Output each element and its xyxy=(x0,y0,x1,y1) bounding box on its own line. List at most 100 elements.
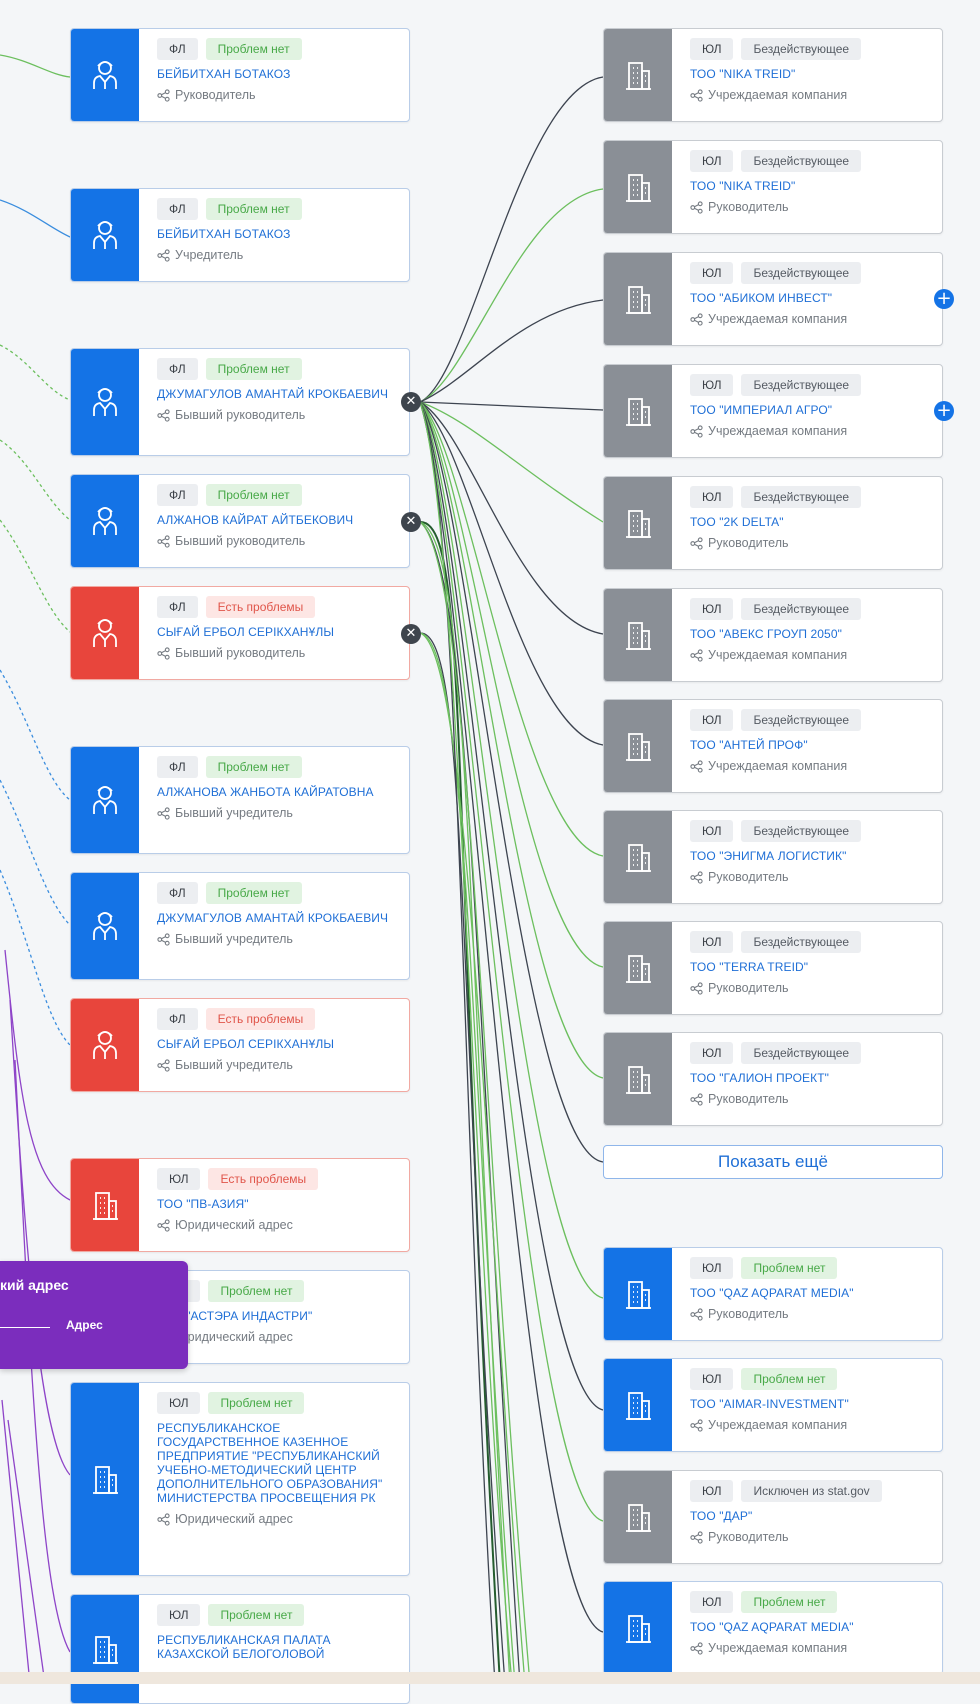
status-badge: Проблем нет xyxy=(208,1392,305,1414)
entity-name-link[interactable]: ДЖУМАГУЛОВ АМАНТАЙ КРОКБАЕВИЧ xyxy=(157,387,389,401)
entity-name-link[interactable]: ТОО "АБИКОМ ИНВЕСТ" xyxy=(690,291,833,305)
entity-name-link[interactable]: ТОО "QAZ AQPARAT MEDIA" xyxy=(690,1286,854,1300)
relation-role: Юридический адрес xyxy=(175,1218,293,1232)
status-badge: Бездействующее xyxy=(741,931,862,953)
relation-role: Руководитель xyxy=(175,88,256,102)
legal-address-panel[interactable]: кий адрес Адрес xyxy=(0,1261,188,1369)
share-icon xyxy=(157,88,170,102)
company-card[interactable]: ЮЛ Бездействующее ТОО "2K DELTA" Руководи… xyxy=(603,476,943,570)
entity-name-link[interactable]: ТОО "ГАЛИОН ПРОЕКТ" xyxy=(690,1071,830,1085)
person-icon xyxy=(71,349,139,455)
type-badge: ЮЛ xyxy=(690,38,734,60)
company-card[interactable]: ЮЛ Есть проблемы ТОО "ПВ-АЗИЯ" Юридически… xyxy=(70,1158,410,1252)
status-badge: Бездействующее xyxy=(741,1042,862,1064)
person-icon xyxy=(71,999,139,1091)
entity-name-link[interactable]: ТОО "2K DELTA" xyxy=(690,515,784,529)
status-badge: Бездействующее xyxy=(741,820,862,842)
relation-role: Учреждаемая компания xyxy=(708,1418,848,1432)
collapse-button[interactable]: ✕ xyxy=(401,392,421,412)
show-more-button[interactable]: Показать ещё xyxy=(603,1145,943,1179)
building-icon xyxy=(604,1359,672,1451)
expand-button[interactable]: + xyxy=(934,401,954,421)
entity-name-link[interactable]: ТОО "NIKA TREID" xyxy=(690,179,796,193)
collapse-button[interactable]: ✕ xyxy=(401,624,421,644)
status-badge: Есть проблемы xyxy=(208,1168,319,1190)
entity-name-link[interactable]: ДЖУМАГУЛОВ АМАНТАЙ КРОКБАЕВИЧ xyxy=(157,911,389,925)
status-badge: Проблем нет xyxy=(208,1280,305,1302)
panel-title: кий адрес xyxy=(0,1277,69,1293)
type-badge: ЮЛ xyxy=(157,1168,201,1190)
share-icon xyxy=(157,248,170,262)
entity-name-link[interactable]: АЛЖАНОВА ЖАНБОТА КАЙРАТОВНА xyxy=(157,785,374,799)
share-icon xyxy=(690,536,703,550)
entity-name-link[interactable]: ТОО "АСТЭРА ИНДАСТРИ" xyxy=(157,1309,313,1323)
person-icon xyxy=(71,475,139,567)
entity-name-link[interactable]: ТОО "ДАР" xyxy=(690,1509,753,1523)
building-icon xyxy=(71,1159,139,1251)
status-badge: Есть проблемы xyxy=(205,596,316,618)
type-badge: ЮЛ xyxy=(690,486,734,508)
status-badge: Проблем нет xyxy=(741,1368,838,1390)
building-icon xyxy=(604,365,672,457)
share-icon xyxy=(690,200,703,214)
status-badge: Проблем нет xyxy=(208,1604,305,1626)
entity-name-link[interactable]: ТОО "NIKA TREID" xyxy=(690,67,796,81)
relation-role: Бывший учредитель xyxy=(175,1058,293,1072)
share-icon xyxy=(690,1530,703,1544)
type-badge: ФЛ xyxy=(157,1008,198,1030)
entity-name-link[interactable]: ТОО "QAZ AQPARAT MEDIA" xyxy=(690,1620,854,1634)
type-badge: ФЛ xyxy=(157,484,198,506)
entity-name-link[interactable]: БЕЙБИТХАН БОТАКОЗ xyxy=(157,227,291,241)
relation-role: Учреждаемая компания xyxy=(708,759,848,773)
expand-button[interactable]: + xyxy=(934,289,954,309)
relation-role: Руководитель xyxy=(708,536,789,550)
collapse-button[interactable]: ✕ xyxy=(401,512,421,532)
entity-name-link[interactable]: РЕСПУБЛИКАНСКАЯ ПАЛАТА КАЗАХСКОЙ БЕЛОГОЛ… xyxy=(157,1633,331,1661)
building-icon xyxy=(604,589,672,681)
entity-name-link[interactable]: ТОО "ИМПЕРИАЛ АГРО" xyxy=(690,403,833,417)
panel-underline xyxy=(0,1327,50,1328)
entity-name-link[interactable]: СЫҒАЙ ЕРБОЛ СЕРІКХАНҰЛЫ xyxy=(157,1037,335,1051)
entity-name-link[interactable]: ТОО "АНТЕЙ ПРОФ" xyxy=(690,738,808,752)
entity-name-link[interactable]: ТОО "AIMAR-INVESTMENT" xyxy=(690,1397,849,1411)
entity-name-link[interactable]: ТОО "ПВ-АЗИЯ" xyxy=(157,1197,249,1211)
entity-name-link[interactable]: ТОО "TERRA TREID" xyxy=(690,960,809,974)
share-icon xyxy=(157,806,170,820)
share-icon xyxy=(690,88,703,102)
entity-name-link[interactable]: ТОО "ЭНИГМА ЛОГИСТИК" xyxy=(690,849,847,863)
entity-name-link[interactable]: ТОО "АВЕКС ГРОУП 2050" xyxy=(690,627,842,641)
status-badge: Проблем нет xyxy=(205,358,302,380)
status-badge: Бездействующее xyxy=(741,486,862,508)
entity-name-link[interactable]: РЕСПУБЛИКАНСКОЕ ГОСУДАРСТВЕННОЕ КАЗЕННОЕ… xyxy=(157,1421,383,1505)
relation-role: Бывший руководитель xyxy=(175,534,306,548)
share-icon xyxy=(690,1641,703,1655)
entity-name-link[interactable]: СЫҒАЙ ЕРБОЛ СЕРІКХАНҰЛЫ xyxy=(157,625,335,639)
entity-name-link[interactable]: БЕЙБИТХАН БОТАКОЗ xyxy=(157,67,291,81)
entity-name-link[interactable]: АЛЖАНОВ КАЙРАТ АЙТБЕКОВИЧ xyxy=(157,513,354,527)
bottom-strip xyxy=(0,1672,980,1684)
